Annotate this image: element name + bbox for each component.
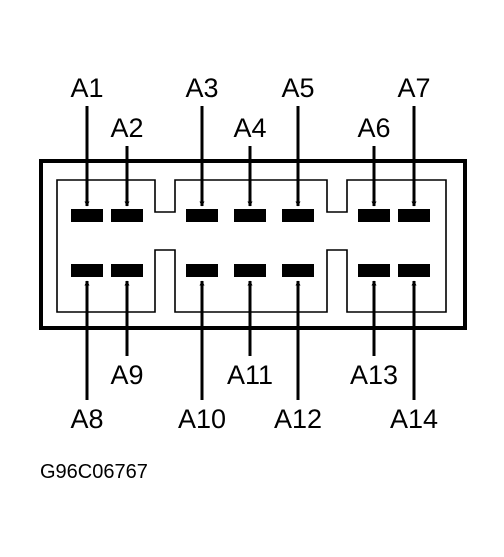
pin-a14-contact [398,264,430,277]
pin-a7-label: A7 [397,73,430,103]
pin-a4-label: A4 [233,113,266,143]
pin-a10-contact [186,264,218,277]
pin-a6-label: A6 [357,113,390,143]
pin-a1-label: A1 [70,73,103,103]
pin-a3-contact [186,209,218,222]
pin-a8-label: A8 [70,404,103,434]
pin-a3-label: A3 [185,73,218,103]
pin-a13-label: A13 [350,360,398,390]
figure-code: G96C06767 [40,461,148,483]
pin-a2-contact [111,209,143,222]
pin-a1-contact [71,209,103,222]
pin-a10-label: A10 [178,404,226,434]
pin-a5-label: A5 [281,73,314,103]
pin-a6-contact [358,209,390,222]
pin-a13-contact [358,264,390,277]
pin-a12-contact [282,264,314,277]
pin-a9-contact [111,264,143,277]
pin-a12-label: A12 [274,404,322,434]
connector-housing-inner [56,179,447,313]
pin-a2-label: A2 [110,113,143,143]
pin-a7-contact [398,209,430,222]
pin-a9-label: A9 [110,360,143,390]
connector-housing-outer [39,159,467,330]
pin-a14-label: A14 [390,404,438,434]
pin-a8-contact [71,264,103,277]
pin-a11-label: A11 [227,360,273,390]
pin-a5-contact [282,209,314,222]
pin-a4-contact [234,209,266,222]
pin-a11-contact [234,264,266,277]
